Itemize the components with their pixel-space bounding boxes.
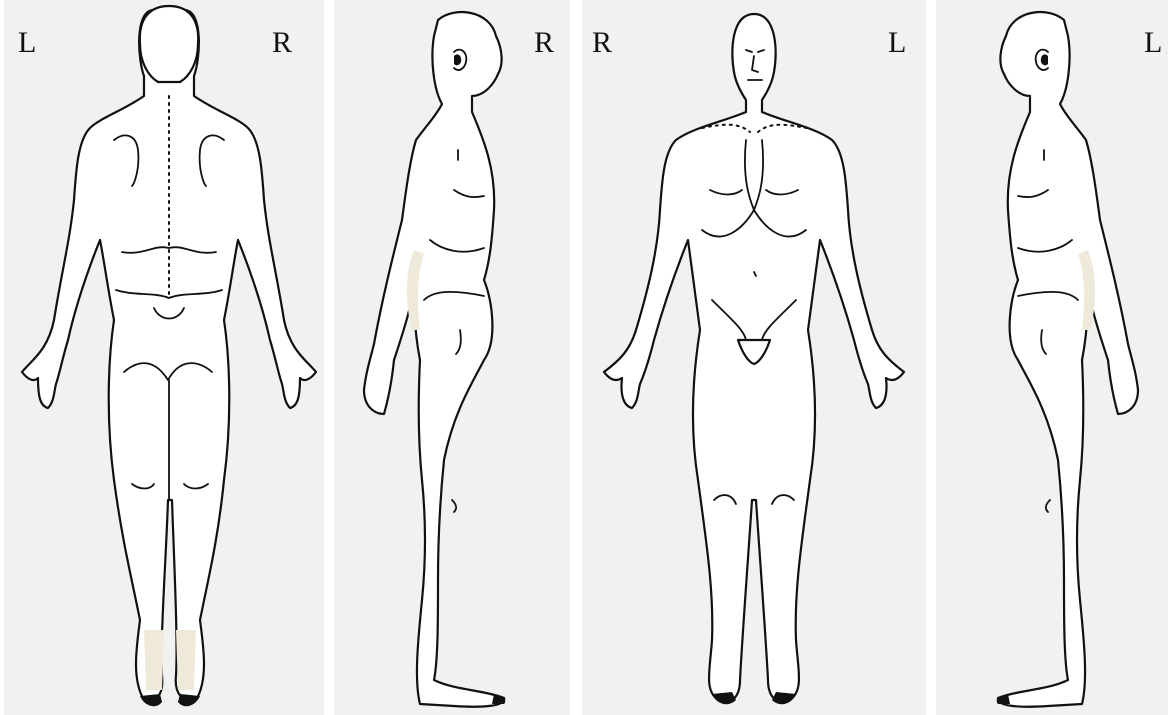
right-side-view-panel: R <box>334 0 570 715</box>
right-side-view-figure <box>334 0 570 715</box>
left-side-view-figure <box>936 0 1168 715</box>
front-view-panel: R L <box>582 0 926 715</box>
back-view-figure <box>4 0 324 715</box>
front-view-right-label: L <box>888 28 906 58</box>
back-view-right-label: R <box>272 28 292 58</box>
left-side-view-label: L <box>1144 28 1162 58</box>
front-view-left-label: R <box>592 28 612 58</box>
back-view-left-label: L <box>18 28 36 58</box>
left-side-view-panel: L <box>936 0 1168 715</box>
back-view-panel: L R <box>4 0 324 715</box>
front-view-figure <box>582 0 926 715</box>
right-side-view-label: R <box>534 28 554 58</box>
